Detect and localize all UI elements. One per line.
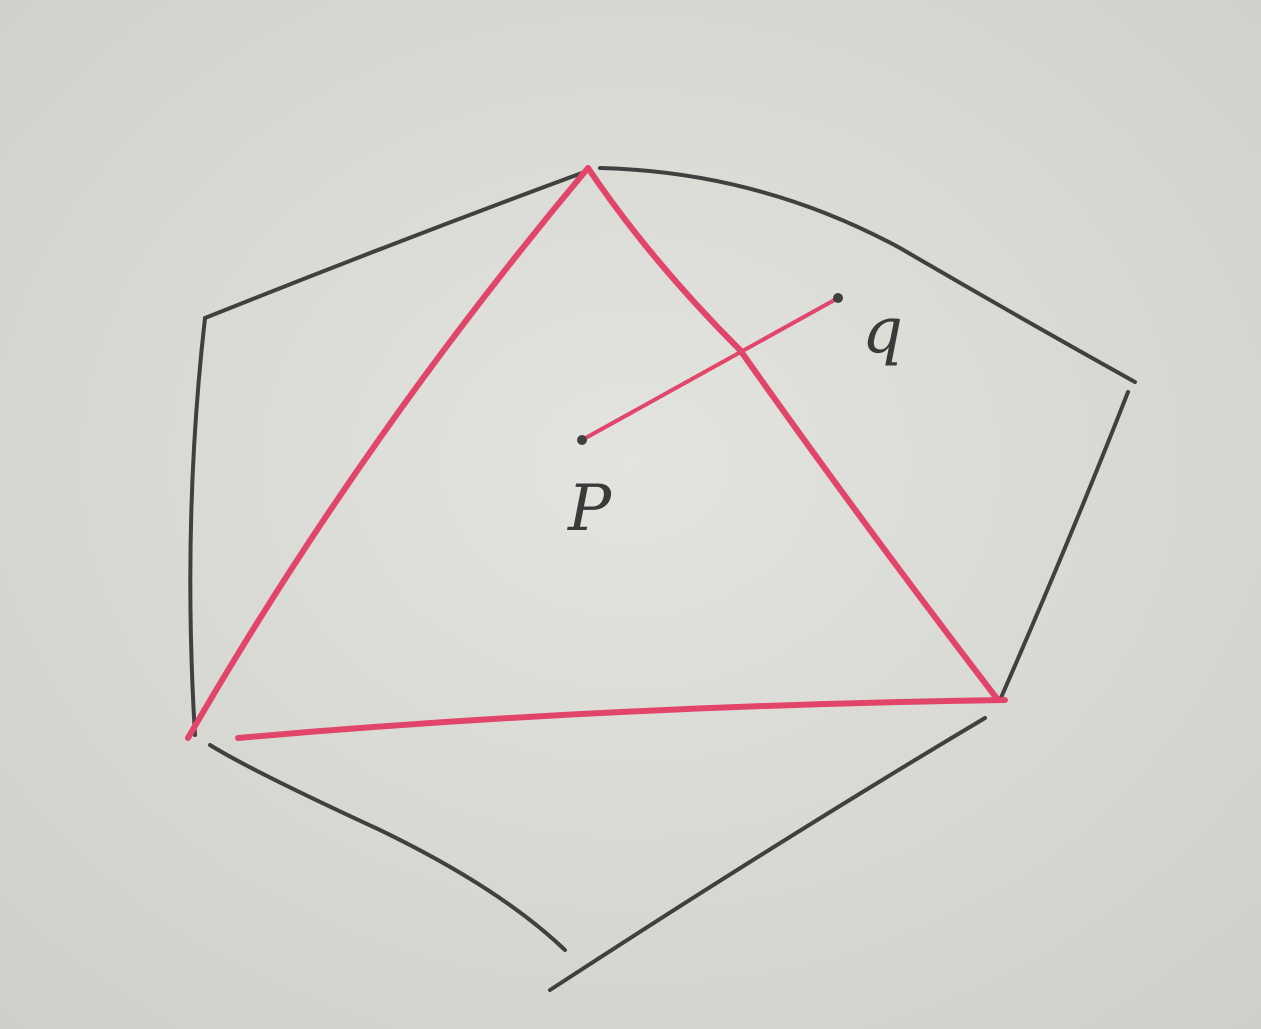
outer-edge-top-right <box>598 166 1137 384</box>
outer-edge-right <box>998 390 1130 702</box>
point-p-dot <box>577 435 587 445</box>
triangle-base-edge <box>235 697 1008 741</box>
outer-edge-left <box>188 316 207 737</box>
segment-p-q <box>580 296 840 442</box>
label-q: q <box>862 294 903 368</box>
outer-edge-bottom-right <box>548 716 987 992</box>
outer-edge-bottom-left <box>208 743 567 952</box>
triangle-left-edge <box>185 165 591 741</box>
inner-triangle <box>185 165 1008 741</box>
outer-polygon <box>188 166 1137 992</box>
label-p: P <box>567 472 612 546</box>
triangle-right-edge <box>585 165 1001 703</box>
point-q-dot <box>833 293 843 303</box>
outer-edge-top-left <box>203 168 592 320</box>
